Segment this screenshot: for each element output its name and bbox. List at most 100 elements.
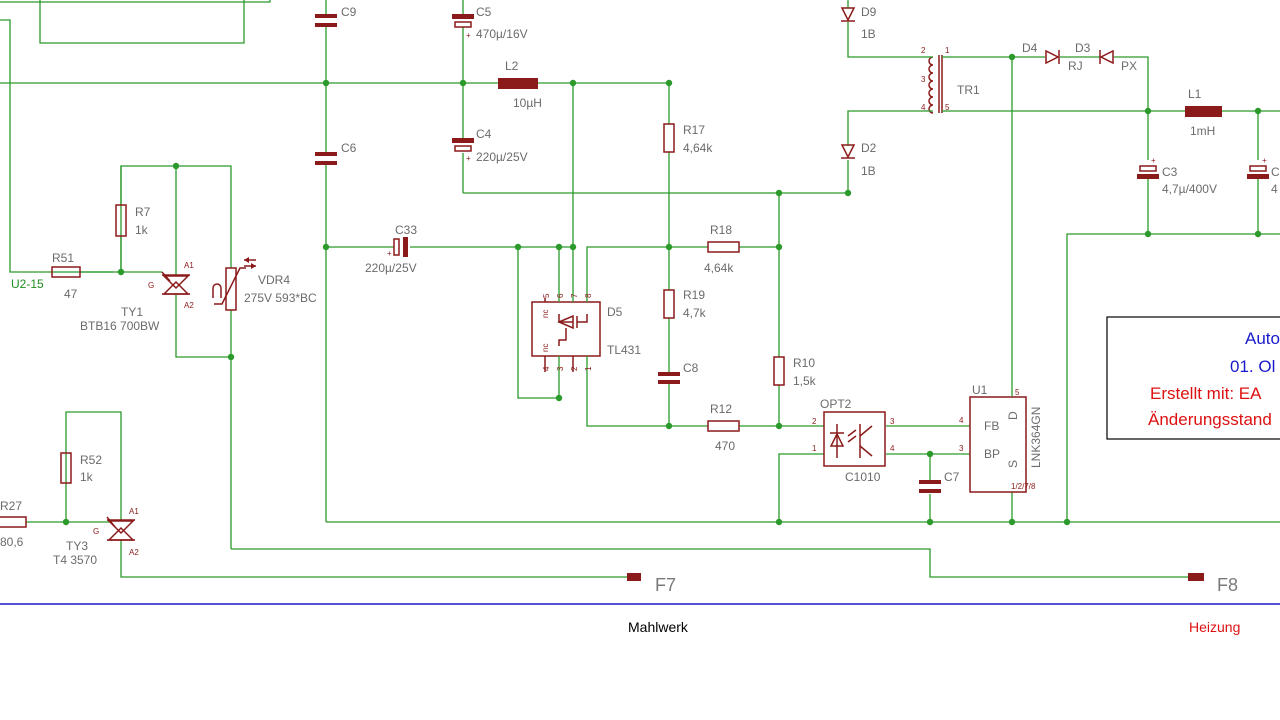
f8-label: F8 — [1217, 575, 1238, 595]
ic-u1-lnk364gn[interactable]: U1 FB BP D S LNK364GN 1/2/7/8 5 4 3 — [959, 383, 1043, 493]
c-right-label: C — [1271, 165, 1280, 179]
resistor-r10[interactable]: R10 1,5k — [773, 356, 817, 388]
opt2-value: C1010 — [845, 470, 881, 484]
vdr4-value: 275V 593*BC — [244, 291, 317, 305]
c5-value: 470µ/16V — [476, 27, 528, 41]
diode-d3[interactable]: D3 PX — [1075, 41, 1137, 73]
transformer-tr1[interactable]: TR1 2 1 3 4 5 — [921, 46, 980, 114]
d5-pin7: 7 — [570, 293, 579, 298]
d5-pin-nc2: nc — [541, 344, 550, 352]
connector-f7[interactable]: F7 — [627, 573, 676, 595]
diode-d9[interactable]: D9 1B — [840, 5, 877, 41]
junctions — [62, 53, 1262, 526]
d3-value: PX — [1121, 59, 1137, 73]
c-right-value: 4 — [1271, 182, 1278, 196]
ty3-pin-a2: A2 — [129, 548, 139, 557]
title-line-2: 01. Ol — [1230, 357, 1275, 376]
d4-label: D4 — [1022, 41, 1038, 55]
capacitor-c7[interactable]: C7 — [919, 470, 960, 493]
resistor-r17[interactable]: R17 4,64k — [663, 123, 713, 155]
c4-label: C4 — [476, 127, 492, 141]
resistor-r51[interactable]: R51 47 — [51, 251, 81, 301]
ty1-value: BTB16 700BW — [80, 319, 160, 333]
resistor-r18[interactable]: R18 4,64k — [704, 223, 740, 275]
r7-value: 1k — [135, 223, 149, 237]
r27-label: R27 — [0, 499, 22, 513]
ty1-pin-a1: A1 — [184, 261, 194, 270]
c3-plus: + — [1151, 156, 1156, 165]
capacitor-c-right[interactable]: + C 4 — [1247, 156, 1280, 196]
r10-label: R10 — [793, 356, 815, 370]
r52-value: 1k — [80, 470, 94, 484]
resistor-r12[interactable]: R12 470 — [707, 402, 740, 453]
capacitor-c6[interactable]: C6 — [315, 141, 357, 165]
inductor-l2[interactable]: L2 10µH — [498, 59, 542, 110]
u1-pin4: 4 — [959, 416, 964, 425]
net-label-u2-15: U2-15 — [11, 277, 44, 291]
resistor-r7[interactable]: R7 1k — [115, 204, 151, 237]
u1-pin5: 5 — [1015, 388, 1020, 397]
resistor-r19[interactable]: R19 4,7k — [663, 288, 707, 320]
ty3-pin-g: G — [93, 527, 99, 536]
d5-pin8: 8 — [584, 293, 593, 298]
c5-label: C5 — [476, 5, 492, 19]
d9-value: 1B — [861, 27, 876, 41]
d5-pin6: 6 — [556, 293, 565, 298]
c3-value: 4,7µ/400V — [1162, 182, 1217, 196]
ty3-pin-a1: A1 — [129, 507, 139, 516]
c8-label: C8 — [683, 361, 699, 375]
connector-f8[interactable]: F8 — [1188, 573, 1238, 595]
d5-pin3: 3 — [556, 366, 565, 371]
optocoupler-opt2[interactable]: OPT2 C1010 2 1 3 4 — [812, 397, 895, 484]
inductor-l1[interactable]: L1 1mH — [1185, 87, 1222, 138]
u1-pin-s: S — [1006, 460, 1020, 468]
tr1-pin4: 4 — [921, 103, 926, 112]
diode-d4[interactable]: D4 RJ — [1022, 41, 1083, 73]
d2-value: 1B — [861, 164, 876, 178]
l2-value: 10µH — [513, 96, 542, 110]
l1-value: 1mH — [1190, 124, 1215, 138]
title-block: Auto 01. Ol Erstellt mit: EA Änderungsst… — [1106, 316, 1280, 440]
r12-value: 470 — [715, 439, 735, 453]
capacitor-c33[interactable]: + C33 220µ/25V — [365, 223, 417, 275]
r18-value: 4,64k — [704, 261, 734, 275]
ty1-pin-g: G — [148, 281, 154, 290]
opt2-pin4: 4 — [890, 444, 895, 453]
u1-label: U1 — [972, 383, 988, 397]
ty3-value: T4 3570 — [53, 553, 97, 567]
triac-ty3[interactable]: G A1 A2 TY3 T4 3570 — [53, 507, 139, 567]
capacitor-c4[interactable]: C4 220µ/25V + — [452, 127, 528, 164]
d3-label: D3 — [1075, 41, 1091, 55]
r12-label: R12 — [710, 402, 732, 416]
u1-pin-bp: BP — [984, 447, 1000, 461]
tr1-label: TR1 — [957, 83, 980, 97]
title-line-1: Auto — [1245, 329, 1280, 348]
ic-d5-tl431[interactable]: nc nc 5 6 7 8 4 3 2 1 D5 TL431 — [531, 293, 641, 372]
c33-label: C33 — [395, 223, 417, 237]
u1-pin-fb: FB — [984, 419, 999, 433]
diode-d2[interactable]: D2 1B — [840, 141, 877, 178]
wires — [0, 0, 1280, 578]
c6-label: C6 — [341, 141, 357, 155]
r18-label: R18 — [710, 223, 732, 237]
c3-label: C3 — [1162, 165, 1178, 179]
capacitor-c3[interactable]: + C3 4,7µ/400V — [1137, 156, 1217, 196]
d5-label: D5 — [607, 305, 623, 319]
resistor-r27[interactable]: R27 80,6 — [0, 499, 27, 549]
capacitor-c9[interactable]: C9 — [315, 5, 357, 27]
r17-value: 4,64k — [683, 141, 713, 155]
resistor-r52[interactable]: R52 1k — [60, 452, 102, 484]
f7-label: F7 — [655, 575, 676, 595]
d5-value: TL431 — [607, 343, 641, 357]
ty1-label: TY1 — [121, 305, 143, 319]
c5-plus: + — [466, 31, 471, 40]
r51-value: 47 — [64, 287, 78, 301]
triac-ty1[interactable]: G A1 A2 TY1 BTB16 700BW — [80, 261, 194, 333]
r51-label: R51 — [52, 251, 74, 265]
d9-label: D9 — [861, 5, 877, 19]
capacitor-c8[interactable]: C8 — [658, 361, 699, 384]
c7-label: C7 — [944, 470, 960, 484]
varistor-vdr4[interactable]: VDR4 275V 593*BC — [212, 257, 317, 311]
r19-label: R19 — [683, 288, 705, 302]
capacitor-c5[interactable]: C5 470µ/16V + — [452, 5, 528, 41]
